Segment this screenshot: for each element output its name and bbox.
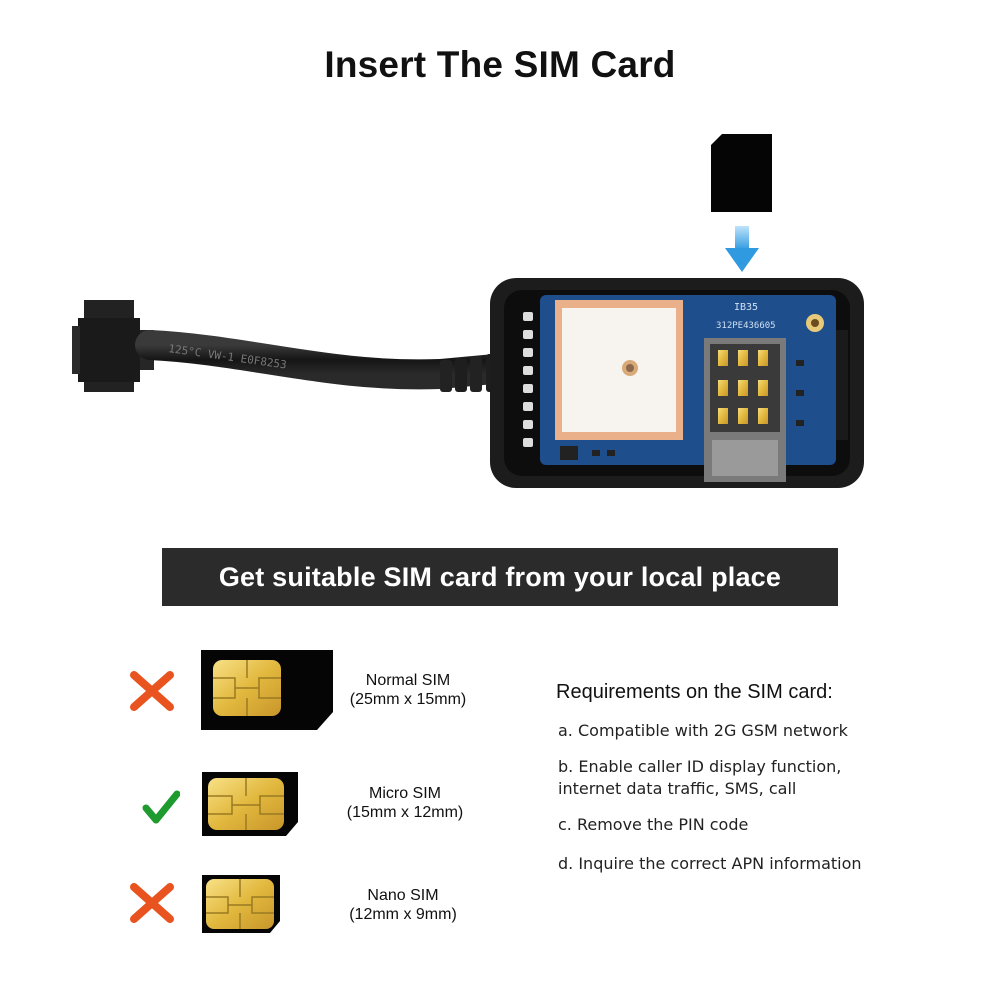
nano-sim-card-icon bbox=[202, 875, 280, 933]
cross-icon bbox=[130, 671, 174, 711]
pcb-label-top: IB35 bbox=[734, 302, 758, 313]
insert-arrow-icon bbox=[725, 226, 759, 272]
nano-sim-size: (12mm x 9mm) bbox=[349, 906, 457, 923]
normal-sim-name: Normal SIM bbox=[365, 672, 451, 689]
requirement-item: c. Remove the PIN code bbox=[558, 815, 749, 834]
normal-sim-card-icon bbox=[201, 650, 333, 730]
cable bbox=[135, 330, 520, 390]
nano-sim-label: Nano SIM (12mm x 9mm) bbox=[318, 886, 488, 924]
normal-sim-label: Normal SIM (25mm x 15mm) bbox=[323, 671, 493, 709]
normal-sim-size: (25mm x 15mm) bbox=[349, 691, 467, 708]
requirement-item: d. Inquire the correct APN information bbox=[558, 854, 862, 873]
requirement-item: a. Compatible with 2G GSM network bbox=[558, 721, 848, 740]
micro-sim-size: (15mm x 12mm) bbox=[346, 804, 464, 821]
pcb-label-serial: 312PE436605 bbox=[716, 321, 776, 331]
connector-plug-icon bbox=[72, 300, 154, 392]
cross-icon bbox=[130, 883, 174, 923]
pcb-pins bbox=[523, 312, 533, 447]
micro-sim-card-icon bbox=[202, 772, 298, 836]
requirements-title: Requirements on the SIM card: bbox=[556, 681, 833, 703]
check-icon bbox=[142, 790, 180, 824]
nano-sim-name: Nano SIM bbox=[367, 887, 439, 904]
micro-sim-name: Micro SIM bbox=[369, 785, 441, 802]
page-title: Insert The SIM Card bbox=[324, 44, 676, 85]
sim-card-icon bbox=[711, 134, 772, 212]
requirement-item: b. Enable caller ID display function, in… bbox=[558, 757, 842, 798]
banner: Get suitable SIM card from your local pl… bbox=[162, 548, 838, 606]
gps-tracker-illustration: 125°C VW-1 E0F8253 IB35 312PE436605 bbox=[72, 134, 864, 488]
micro-sim-label: Micro SIM (15mm x 12mm) bbox=[320, 784, 490, 822]
